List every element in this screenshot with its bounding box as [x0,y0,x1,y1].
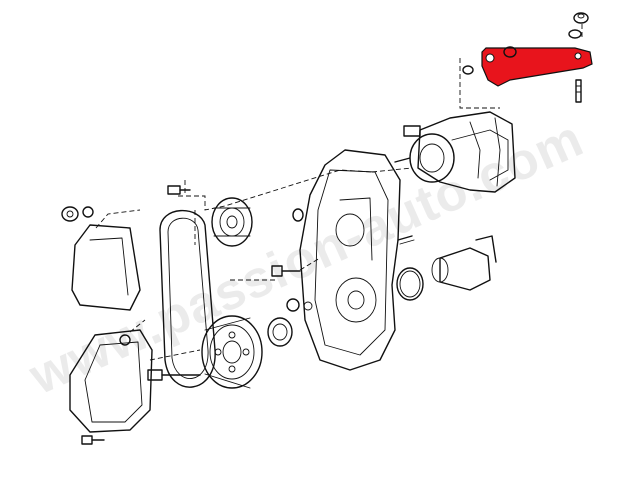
assembly-guide-line [178,169,373,211]
camshaft-sprocket-icon [211,197,253,247]
watermark-text: www.passion-auto.com [20,109,592,406]
guide-line [299,257,321,271]
o-ring-icon [396,267,424,301]
watermark: www.passion-auto.com [20,109,592,406]
water-pump-icon [371,111,516,193]
bolt-icon [81,435,105,445]
lower-belt-cover-icon [69,319,153,433]
crankshaft-pulley-icon [201,315,263,389]
crank-bolt-icon [147,349,201,381]
shaft-icon [431,235,497,291]
seal-icon [267,317,293,347]
washer-icon [61,206,94,222]
upper-belt-cover-icon [71,209,141,311]
nut-icon [286,208,313,312]
bolt-icon [271,265,301,277]
bolt-icon [167,185,191,195]
timing-belt-icon [159,209,216,388]
timing-cover-icon [299,149,401,371]
bracket-hardware-icon [459,12,589,109]
pin-icon [397,235,415,245]
